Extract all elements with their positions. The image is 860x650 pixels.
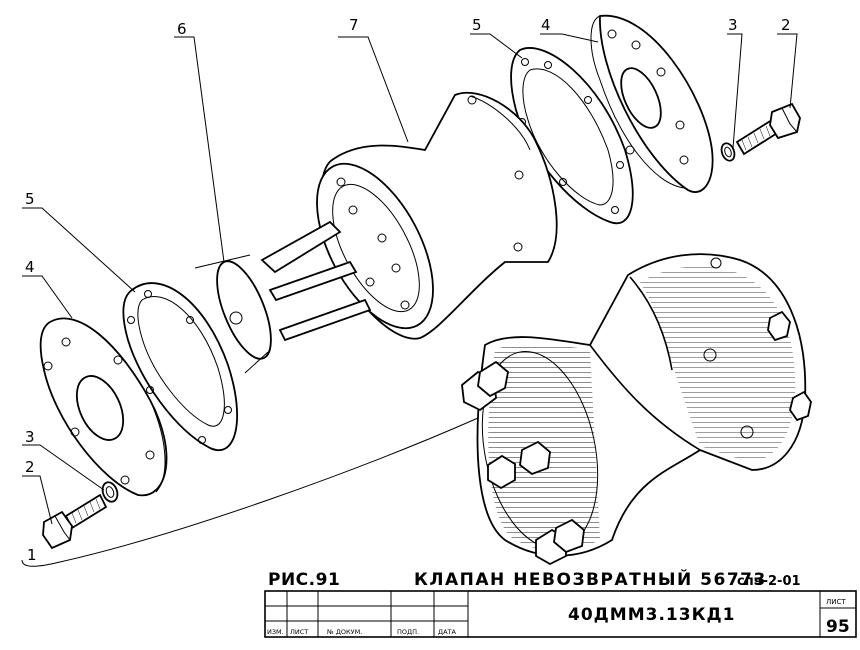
callout-1: 1 [27, 546, 37, 564]
callout-2-left: 2 [25, 458, 35, 476]
callout-6: 6 [177, 20, 187, 38]
column-podp: ПОДП. [397, 628, 419, 636]
bolt-2-right [735, 102, 801, 156]
bolt-2-left [42, 493, 108, 550]
drawing-title: КЛАПАН НЕВОЗВРАТНЫЙ 56773 [414, 568, 767, 590]
column-izm: ИЗМ. [267, 628, 284, 636]
column-data: ДАТА [438, 628, 456, 636]
flange-4-right [590, 15, 714, 193]
gasket-5-left [122, 282, 239, 451]
valve-body-7 [316, 91, 558, 340]
callout-7: 7 [349, 16, 359, 34]
callout-5-right: 5 [472, 16, 482, 34]
callout-3-right: 3 [728, 16, 738, 34]
column-list: ЛИСТ [290, 628, 308, 636]
callout-3-left: 3 [25, 428, 35, 446]
document-code: 40ДММ3.13КД1 [568, 605, 735, 625]
sheet-label: ЛИСТ [826, 598, 846, 606]
callout-labels: 1 2 3 4 5 6 7 5 4 3 2 [25, 16, 791, 564]
gasket-5-right [510, 47, 634, 225]
sheet-number: 95 [826, 617, 850, 637]
caption: РИС.91 КЛАПАН НЕВОЗВРАТНЫЙ 56773 спч-2-0… [268, 568, 801, 590]
callout-4-right: 4 [541, 16, 551, 34]
drawing-title-suffix: спч-2-01 [737, 574, 801, 589]
washer-3-right [720, 142, 736, 162]
callout-4-left: 4 [25, 258, 35, 276]
washer-3-left [101, 481, 119, 503]
column-dokum: № ДОКУМ. [326, 628, 362, 636]
figure-number: РИС.91 [268, 570, 340, 590]
callout-5-left: 5 [25, 190, 35, 208]
title-block: ИЗМ. ЛИСТ № ДОКУМ. ПОДП. ДАТА 40ДММ3.13К… [264, 590, 857, 638]
leader-lines [21, 33, 798, 567]
callout-2-right: 2 [781, 16, 791, 34]
check-insert-6 [194, 220, 372, 374]
assembled-valve-1 [461, 253, 812, 566]
flange-4-left [39, 317, 168, 497]
